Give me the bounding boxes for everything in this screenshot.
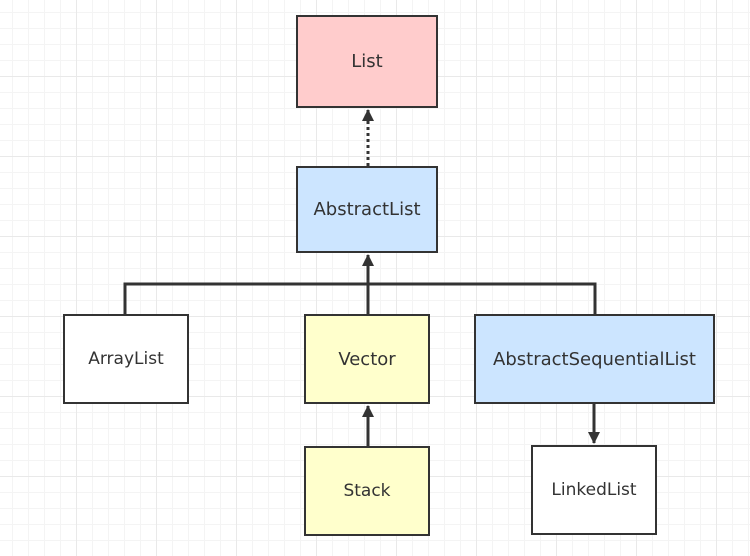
node-abstract-list[interactable]: AbstractList: [296, 166, 438, 253]
node-vector[interactable]: Vector: [304, 314, 430, 404]
node-list[interactable]: List: [296, 15, 438, 108]
node-array-list[interactable]: ArrayList: [63, 314, 189, 404]
edge-abstract-sequential-list-to-abstract-list: [368, 282, 597, 314]
node-stack[interactable]: Stack: [304, 446, 430, 536]
node-linked-list[interactable]: LinkedList: [531, 445, 657, 535]
node-abstract-sequential-list[interactable]: AbstractSequentialList: [474, 314, 715, 404]
edge-array-list-to-abstract-list: [123, 282, 368, 314]
